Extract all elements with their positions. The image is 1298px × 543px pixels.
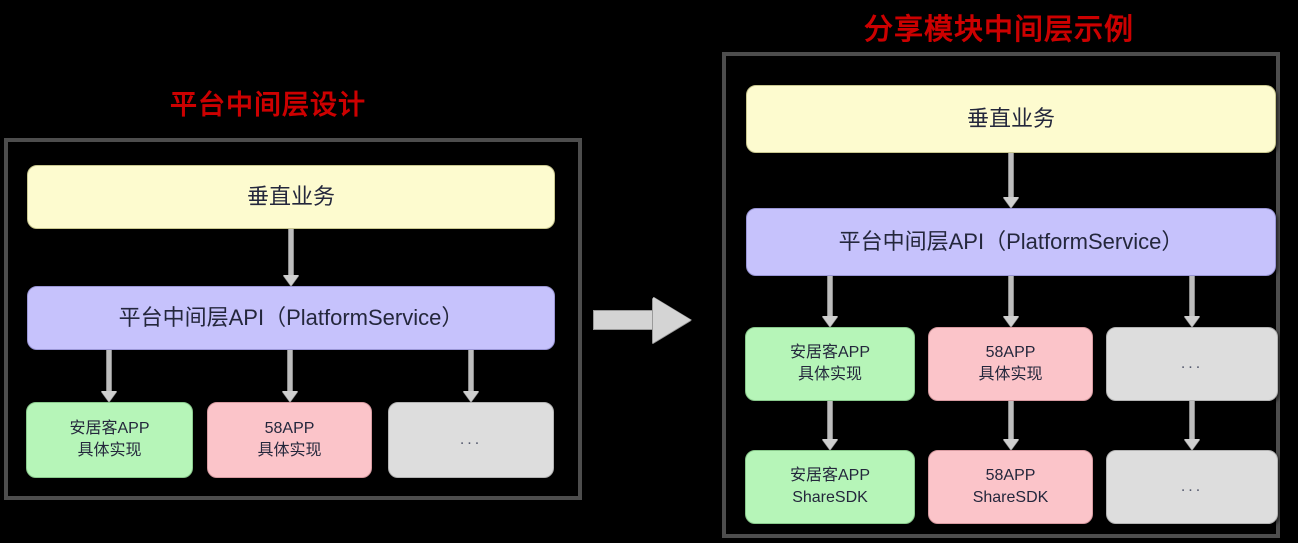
left-node-others: ... xyxy=(388,402,554,478)
left-node-platform-api: 平台中间层API（PlatformService） xyxy=(27,286,555,350)
node-label: ... xyxy=(459,431,483,449)
right-node-58app-impl: 58APP 具体实现 xyxy=(928,327,1093,401)
node-label: 平台中间层API（PlatformService） xyxy=(838,229,1184,255)
left-arrow-api-to-others xyxy=(463,350,479,402)
node-label-line1: 安居客APP xyxy=(789,344,871,362)
node-label-line2: ShareSDK xyxy=(972,489,1049,506)
node-label-line1: 安居客APP xyxy=(69,420,150,438)
left-diagram-title: 平台中间层设计 xyxy=(170,90,366,121)
right-arrow-icon xyxy=(593,297,693,343)
node-label: 垂直业务 xyxy=(966,106,1055,132)
right-arrow-58app-impl-to-sdk xyxy=(1003,401,1019,450)
left-arrow-vertical-to-api xyxy=(283,229,299,286)
node-label-line2: 具体实现 xyxy=(978,366,1043,383)
left-node-anjuke-impl: 安居客APP 具体实现 xyxy=(26,402,193,478)
right-arrow-others-impl-to-sdk xyxy=(1184,401,1200,450)
right-node-others-impl: ... xyxy=(1106,327,1278,401)
node-label-line1: 安居客APP xyxy=(789,467,871,485)
left-node-58app-impl: 58APP 具体实现 xyxy=(207,402,372,478)
node-label: 垂直业务 xyxy=(246,184,335,210)
node-label-line1: 58APP xyxy=(985,344,1036,362)
right-arrow-api-to-others xyxy=(1184,276,1200,327)
left-node-vertical-business: 垂直业务 xyxy=(27,165,555,229)
right-node-anjuke-sharesdk: 安居客APP ShareSDK xyxy=(745,450,915,524)
node-label: ... xyxy=(1180,355,1204,373)
node-label: 平台中间层API（PlatformService） xyxy=(118,305,464,331)
right-node-vertical-business: 垂直业务 xyxy=(746,85,1276,153)
node-label-line1: 58APP xyxy=(264,420,315,438)
left-arrow-api-to-anjuke xyxy=(101,350,117,402)
right-node-platform-api: 平台中间层API（PlatformService） xyxy=(746,208,1276,276)
right-arrow-vertical-to-api xyxy=(1003,153,1019,208)
arrow-tail xyxy=(593,310,655,330)
node-label-line2: 具体实现 xyxy=(797,366,862,383)
arrow-head xyxy=(653,297,691,343)
right-node-others-sharesdk: ... xyxy=(1106,450,1278,524)
node-label-line1: 58APP xyxy=(985,467,1036,485)
right-diagram-title: 分享模块中间层示例 xyxy=(864,12,1135,46)
right-node-58app-sharesdk: 58APP ShareSDK xyxy=(928,450,1093,524)
node-label-line2: 具体实现 xyxy=(257,442,322,459)
right-node-anjuke-impl: 安居客APP 具体实现 xyxy=(745,327,915,401)
right-arrow-api-to-anjuke xyxy=(822,276,838,327)
node-label-line2: ShareSDK xyxy=(792,489,868,506)
right-arrow-api-to-58app xyxy=(1003,276,1019,327)
node-label-line2: 具体实现 xyxy=(77,442,142,459)
left-arrow-api-to-58app xyxy=(282,350,298,402)
right-arrow-anjuke-impl-to-sdk xyxy=(822,401,838,450)
node-label: ... xyxy=(1180,478,1204,496)
